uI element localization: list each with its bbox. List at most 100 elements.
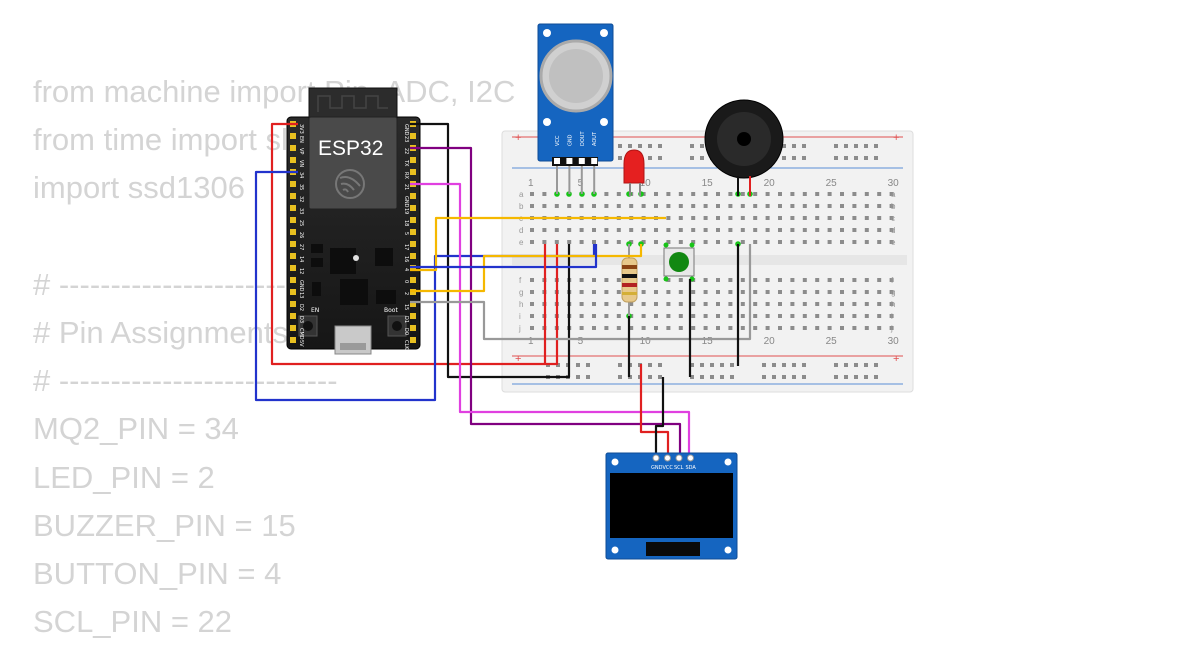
esp32-left-pin[interactable] [290,289,296,295]
esp32-right-pin[interactable] [410,133,416,139]
rail-hole [792,375,796,379]
wire-purple-scl[interactable] [410,146,682,458]
esp32-right-pin[interactable] [410,337,416,343]
breadboard-hole [629,302,634,306]
red-led[interactable] [623,149,645,196]
esp32-left-pin[interactable] [290,313,296,319]
breadboard-col-number: 10 [640,178,652,189]
esp32-right-pin[interactable] [410,217,416,223]
esp32-left-pin[interactable] [290,193,296,199]
breadboard-hole [641,302,646,306]
breadboard-hole [827,216,832,220]
esp32-left-pin[interactable] [290,241,296,247]
breadboard-hole [840,278,844,282]
esp32-left-pin[interactable] [290,325,296,331]
esp32-left-pin[interactable] [290,133,296,139]
wire-red-oled-vcc[interactable] [639,364,670,458]
breadboard-hole [530,278,534,282]
oled-pin[interactable] [675,454,683,462]
mq2-pin[interactable] [578,158,585,164]
rail-hole [700,375,704,379]
wire-yellow-led[interactable] [410,216,666,272]
esp32-right-pin[interactable] [410,205,416,211]
breadboard-hole [852,192,857,196]
rail-hole [844,363,848,367]
wire-gray-buzzer[interactable] [410,244,752,341]
breadboard-hole [579,204,584,208]
esp32-left-pin[interactable] [290,157,296,163]
code-line: # Pin Assignments [33,314,289,350]
esp32-right-pin[interactable] [410,301,416,307]
esp32-left-pin[interactable] [290,337,296,343]
esp32-right-pin[interactable] [410,229,416,235]
rail-hole [782,156,786,160]
breadboard-col-number: 25 [826,336,838,347]
esp32-pin-label: 18 [403,220,409,226]
breadboard-row-letter: a [519,190,524,199]
breadboard-hole [778,204,782,208]
esp32-right-pin[interactable] [410,325,416,331]
esp32-left-pin[interactable] [290,217,296,223]
mq2-pin[interactable] [591,158,598,164]
esp32-pin-label: 4 [403,268,409,271]
breadboard-hole [691,240,696,244]
esp32-right-pin[interactable] [410,277,416,283]
en-label: EN [311,307,319,314]
rail-hole [618,375,622,379]
breadboard-hole [530,290,534,294]
breadboard-hole [852,290,857,294]
esp32-left-pin[interactable] [290,229,296,235]
rail-plus-label: + [515,132,521,144]
esp32-left-pin[interactable] [290,253,296,259]
esp32-right-pin[interactable] [410,193,416,199]
breadboard-hole [753,216,758,220]
esp32-pin-label: D1 [403,316,409,323]
esp32-left-pin[interactable] [290,301,296,307]
oled-pin[interactable] [687,454,694,462]
breadboard-hole [691,290,696,294]
esp32-right-pin[interactable] [410,157,416,163]
esp32-right-pin[interactable] [410,313,416,319]
breadboard-col-number: 15 [702,336,714,347]
wire-red-3v3[interactable] [270,122,559,366]
buzzer[interactable] [704,99,784,196]
buzzer-hole-icon [737,132,751,146]
mq2-pin[interactable] [554,158,560,164]
esp32-right-pin[interactable] [410,169,416,175]
oled-pin[interactable] [664,454,671,462]
esp32-left-pin[interactable] [290,181,296,187]
wire-magenta-sda[interactable] [410,182,691,458]
breadboard-hole [753,302,758,306]
esp32-left-pin[interactable] [290,265,296,271]
esp32-pin-label: GND [403,196,409,208]
code-line: BUTTON_PIN = 4 [33,555,282,591]
breadboard-hole [827,290,832,294]
esp32-right-pin[interactable] [410,241,416,247]
resistor[interactable] [621,244,638,316]
wire-black-gnd[interactable] [410,122,571,379]
wire-yellow-button[interactable] [410,244,643,293]
esp32-board[interactable]: ESP32 EN Boot 3V3ENVPVN34353233252627141… [286,87,421,355]
esp32-left-pin[interactable] [290,145,296,151]
breadboard-hole [616,204,621,208]
esp32-left-pin[interactable] [290,205,296,211]
esp32-left-pin[interactable] [290,277,296,283]
breadboard-hole [654,240,658,244]
push-button[interactable] [663,242,695,282]
rail-hole [762,363,766,367]
rail-hole [586,375,590,379]
breadboard-col-number: 10 [640,336,652,347]
breadboard-hole [579,326,584,330]
rail-hole [854,156,858,160]
code-line: import ssd1306 [33,170,245,206]
oled-pin[interactable] [652,454,660,462]
breadboard-col-number: 5 [578,336,584,347]
wire-blue-sensor[interactable] [410,244,598,269]
mq2-pin[interactable] [566,158,573,164]
breadboard-hole [790,314,795,318]
wire-black-oled-gnd[interactable] [654,377,665,458]
esp32-right-pin[interactable] [410,253,416,259]
